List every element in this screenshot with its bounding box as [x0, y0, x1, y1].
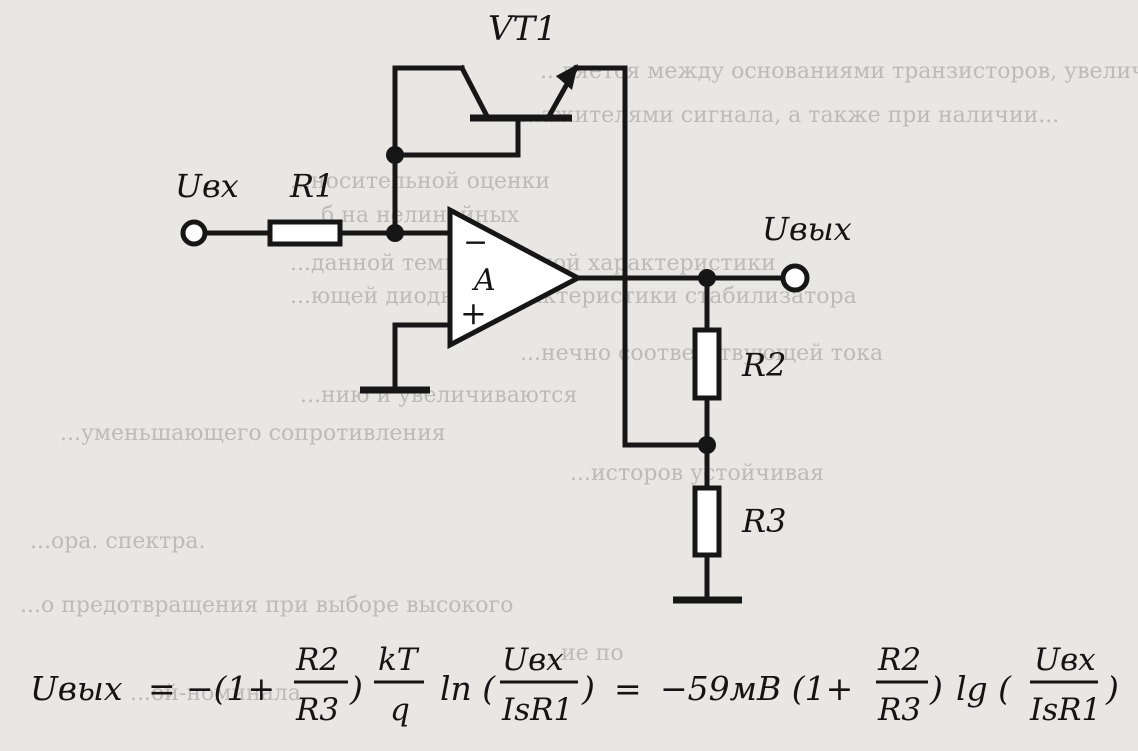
junction-divider [698, 436, 716, 454]
label-opamp-a: A [471, 263, 496, 298]
op-amp [447, 205, 584, 350]
bleed-line-10: ...исторов устойчивая [570, 461, 824, 486]
label-r1: R1 [289, 167, 334, 205]
label-opamp-plus: + [460, 294, 487, 332]
bleed-line-3: ...носительной оценки [290, 169, 550, 194]
label-r2: R2 [741, 346, 786, 384]
output-terminal [780, 263, 810, 293]
junction-dots [386, 146, 716, 454]
formula-frac1-numerator: R2 [295, 642, 339, 678]
bleed-line-9: ...уменьшающего сопротивления [60, 421, 446, 446]
formula-part1: −(1+ [186, 669, 275, 708]
resistor-r2 [692, 327, 722, 401]
bleed-line-14: ...ой-номинала [130, 681, 301, 706]
circuit-wires [203, 65, 785, 601]
bleed-through-text: ...ляется между основаниями транзисторов… [20, 59, 1138, 706]
label-opamp-minus: − [463, 225, 488, 260]
bleed-line-6: ...ющей диодной характеристики стабилиза… [290, 284, 857, 309]
label-r3: R3 [741, 502, 786, 540]
formula-frac3-numerator: R2 [877, 642, 921, 678]
formula-close1: ) [349, 669, 363, 708]
junction-inverting [386, 224, 404, 242]
formula-kt-numerator: kT [378, 642, 420, 678]
formula-equals-2: = [614, 669, 642, 708]
vt1-collector [458, 64, 492, 122]
resistor-r1 [267, 219, 343, 247]
label-uvx: Uвх [175, 167, 239, 205]
formula: Uвых = −(1+ R2 R3 ) kT q ln ( Uвх IsR1 )… [30, 642, 1119, 728]
formula-equals-1: = [148, 669, 176, 708]
resistor-r3 [692, 485, 722, 558]
formula-frac1-denominator: R3 [295, 692, 339, 728]
formula-ln: ln ( [440, 669, 496, 708]
formula-frac3-denominator: R3 [877, 692, 921, 728]
junction-output [698, 269, 716, 287]
input-terminal [180, 219, 208, 247]
formula-close3: ) [929, 669, 943, 708]
formula-frac4-numerator: Uвх [1034, 642, 1096, 678]
component-labels: VT1 Uвх R1 Uвых R2 R3 − + A [175, 9, 852, 540]
junction-feedback [386, 146, 404, 164]
bleed-line-1: ...ляется между основаниями транзисторов… [540, 59, 1138, 84]
formula-close4: ) [1105, 669, 1119, 708]
label-uvyx: Uвых [762, 210, 852, 248]
formula-lg: lg ( [956, 669, 1012, 708]
formula-close2: ) [581, 669, 595, 708]
bleed-line-2: ...ажителями сигнала, а также при наличи… [520, 103, 1059, 128]
formula-kt-denominator: q [390, 692, 410, 728]
formula-part2: −59мВ (1+ [660, 669, 853, 708]
formula-frac2-numerator: Uвх [502, 642, 564, 678]
transistor-vt1 [458, 64, 615, 122]
vt1-emitter-arrow [556, 64, 578, 90]
label-vt1: VT1 [488, 9, 557, 49]
formula-lhs: Uвых [30, 669, 123, 708]
formula-frac2-denominator: IsR1 [501, 692, 573, 728]
bleed-line-8: ...нию и увеличиваются [300, 383, 577, 408]
bleed-line-12: ...о предотвращения при выборе высокого [20, 593, 513, 618]
bleed-line-13: ...ие по [540, 641, 624, 666]
bleed-line-11: ...ора. спектра. [30, 529, 206, 554]
formula-frac4-denominator: IsR1 [1029, 692, 1101, 728]
